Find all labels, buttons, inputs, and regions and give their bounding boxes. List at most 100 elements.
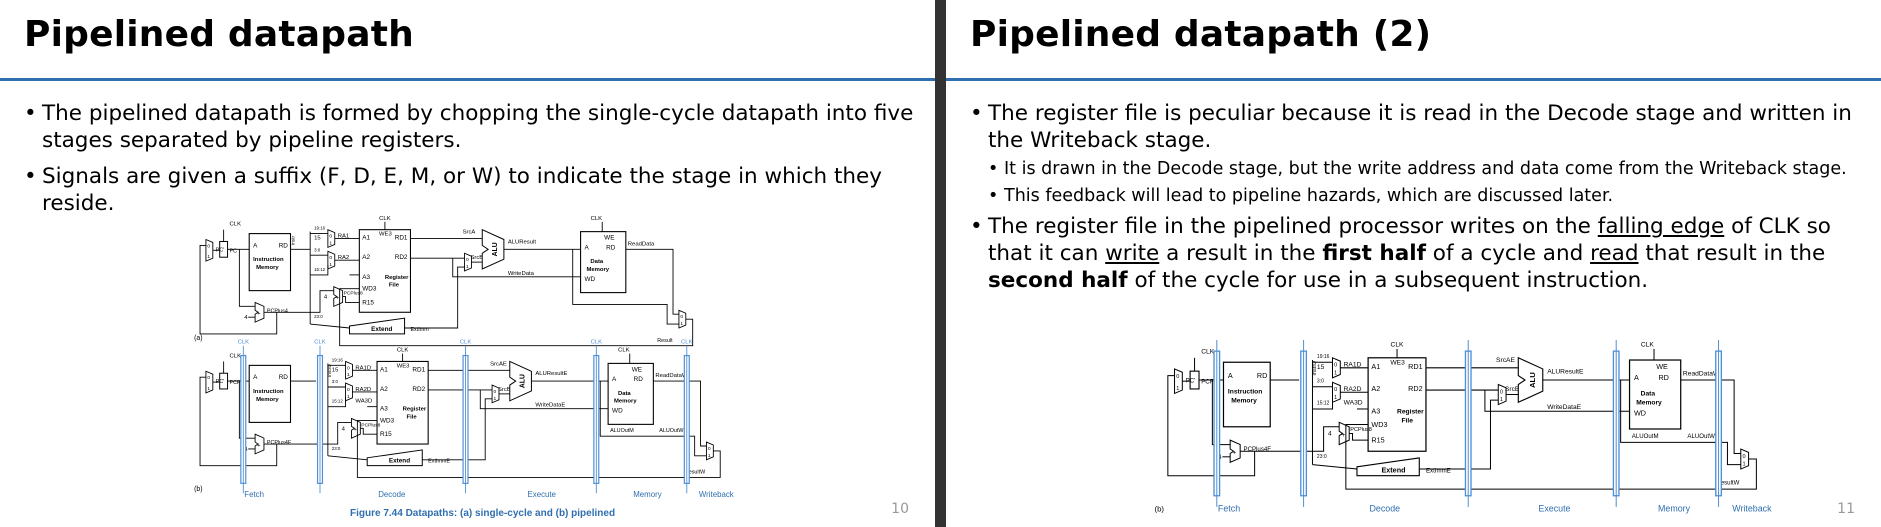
data-memory xyxy=(580,231,627,294)
block-label: Instruction xyxy=(253,257,284,263)
signal-label: InstrD xyxy=(1312,361,1318,376)
port-label: WE3 xyxy=(1390,359,1405,366)
title-divider xyxy=(0,78,935,81)
adder-symbol: + xyxy=(257,311,261,317)
port-label: RD xyxy=(634,376,644,383)
signal-label: ALUResult xyxy=(508,239,537,245)
bullet-list: The pipelined datapath is formed by chop… xyxy=(24,100,917,226)
wire xyxy=(625,248,679,315)
mux-input-label: 0 xyxy=(207,375,210,381)
wire xyxy=(1680,379,1741,454)
stage-label-memory: Memory xyxy=(1658,503,1691,513)
port-label: RD xyxy=(1257,371,1267,380)
mux-input-label: 0 xyxy=(329,255,332,261)
extend-unit xyxy=(349,317,406,335)
mux-input-label: 1 xyxy=(1500,397,1503,403)
pcplus4-adder xyxy=(1229,439,1241,464)
signal-label: ALUResultE xyxy=(535,371,567,377)
ra2-mux xyxy=(1332,381,1341,404)
emphasis-falling-edge: falling edge xyxy=(1597,214,1725,239)
clock-label: CLK xyxy=(314,340,326,346)
instruction-memory xyxy=(248,233,292,292)
bit-field-label: 23:0 xyxy=(332,446,341,451)
mux-input-label: 1 xyxy=(329,240,332,246)
adder-symbol: + xyxy=(336,295,340,301)
pc-label: PC xyxy=(230,248,238,254)
pc-mux xyxy=(205,238,214,262)
bit-field-label: 19:16 xyxy=(332,357,344,362)
wire xyxy=(199,244,278,335)
mux-input-label: 1 xyxy=(347,372,350,378)
port-label: RD2 xyxy=(1408,384,1422,393)
signal-label: ResultW xyxy=(1716,480,1739,487)
wire xyxy=(310,265,329,276)
block-label: Instruction xyxy=(253,389,284,395)
block-label: Extend xyxy=(371,326,392,333)
block-label: Memory xyxy=(1636,400,1662,407)
wire xyxy=(1312,464,1358,470)
bit-field-label: 3:0 xyxy=(314,247,321,252)
clock-label: CLK xyxy=(1641,342,1655,349)
signal-label: RA1 xyxy=(338,234,349,240)
bit-field-label: 3:0 xyxy=(332,379,339,384)
extend-unit xyxy=(366,449,423,467)
bullet-item: The register file is peculiar because it… xyxy=(970,100,1863,154)
data-memory xyxy=(1628,359,1682,430)
wire xyxy=(452,258,581,278)
signal-label: RA1D xyxy=(1344,362,1362,369)
wire xyxy=(1211,380,1231,446)
port-label: WE xyxy=(1656,362,1668,371)
data-memory xyxy=(607,362,654,425)
srcb-mux xyxy=(491,384,500,404)
pcplus8-adder xyxy=(333,286,344,308)
bit-field-label: 3:0 xyxy=(1317,378,1324,384)
mux-input-label: 1 xyxy=(1334,370,1337,376)
mux-input-label: 1 xyxy=(207,386,210,392)
signal-label: RA2 xyxy=(338,255,349,261)
bit-field-label: 15:12 xyxy=(332,399,344,404)
pcplus4-adder xyxy=(254,301,265,323)
signal-label: RA2D xyxy=(355,387,371,393)
port-label: RD1 xyxy=(412,366,425,373)
mux-input-label: 1 xyxy=(1742,462,1745,468)
signal-label: SrcBE xyxy=(498,387,515,393)
constant-label: 4 xyxy=(342,426,346,432)
port-label: WD3 xyxy=(362,286,377,293)
adder-symbol: + xyxy=(1232,450,1236,457)
emphasis-first-half: first half xyxy=(1322,241,1426,266)
block-label: File xyxy=(389,283,400,289)
wire xyxy=(310,323,350,329)
block-label: Data xyxy=(1641,391,1656,398)
alu-label: ALU xyxy=(1528,372,1537,388)
bullet-text: of a cycle and xyxy=(1425,241,1591,266)
port-label: A1 xyxy=(362,235,370,242)
mux-input-label: 0 xyxy=(347,387,350,393)
signal-label: Instr xyxy=(290,235,296,245)
stage-label-decode: Decode xyxy=(1369,503,1400,513)
stage-label-execute: Execute xyxy=(528,490,557,499)
alu xyxy=(509,360,532,402)
block-label: Data xyxy=(618,391,631,397)
stage-label-writeback: Writeback xyxy=(1732,503,1772,513)
block-label: Register xyxy=(385,275,409,281)
mux-input-label: 1 xyxy=(494,396,497,402)
register-file xyxy=(1367,357,1427,452)
port-label: A xyxy=(585,244,590,251)
wire xyxy=(653,380,707,447)
constant-label: 4 xyxy=(244,315,248,321)
port-label: A1 xyxy=(380,366,388,373)
signal-label: WA3D xyxy=(355,399,372,405)
instruction-memory xyxy=(248,364,292,423)
clock-label: CLK xyxy=(238,340,250,346)
signal-label: ReadDataW xyxy=(1683,371,1720,378)
wire xyxy=(327,396,347,408)
block-label: Memory xyxy=(586,267,609,273)
wire xyxy=(238,381,256,439)
signal-label: ALUOutW xyxy=(1687,433,1715,440)
port-label: A xyxy=(1228,371,1233,380)
ra1-mux xyxy=(345,360,353,380)
srcb-mux xyxy=(1497,383,1507,406)
mux-input-label: 0 xyxy=(1334,363,1337,369)
signal-label: SrcAE xyxy=(1496,357,1515,364)
